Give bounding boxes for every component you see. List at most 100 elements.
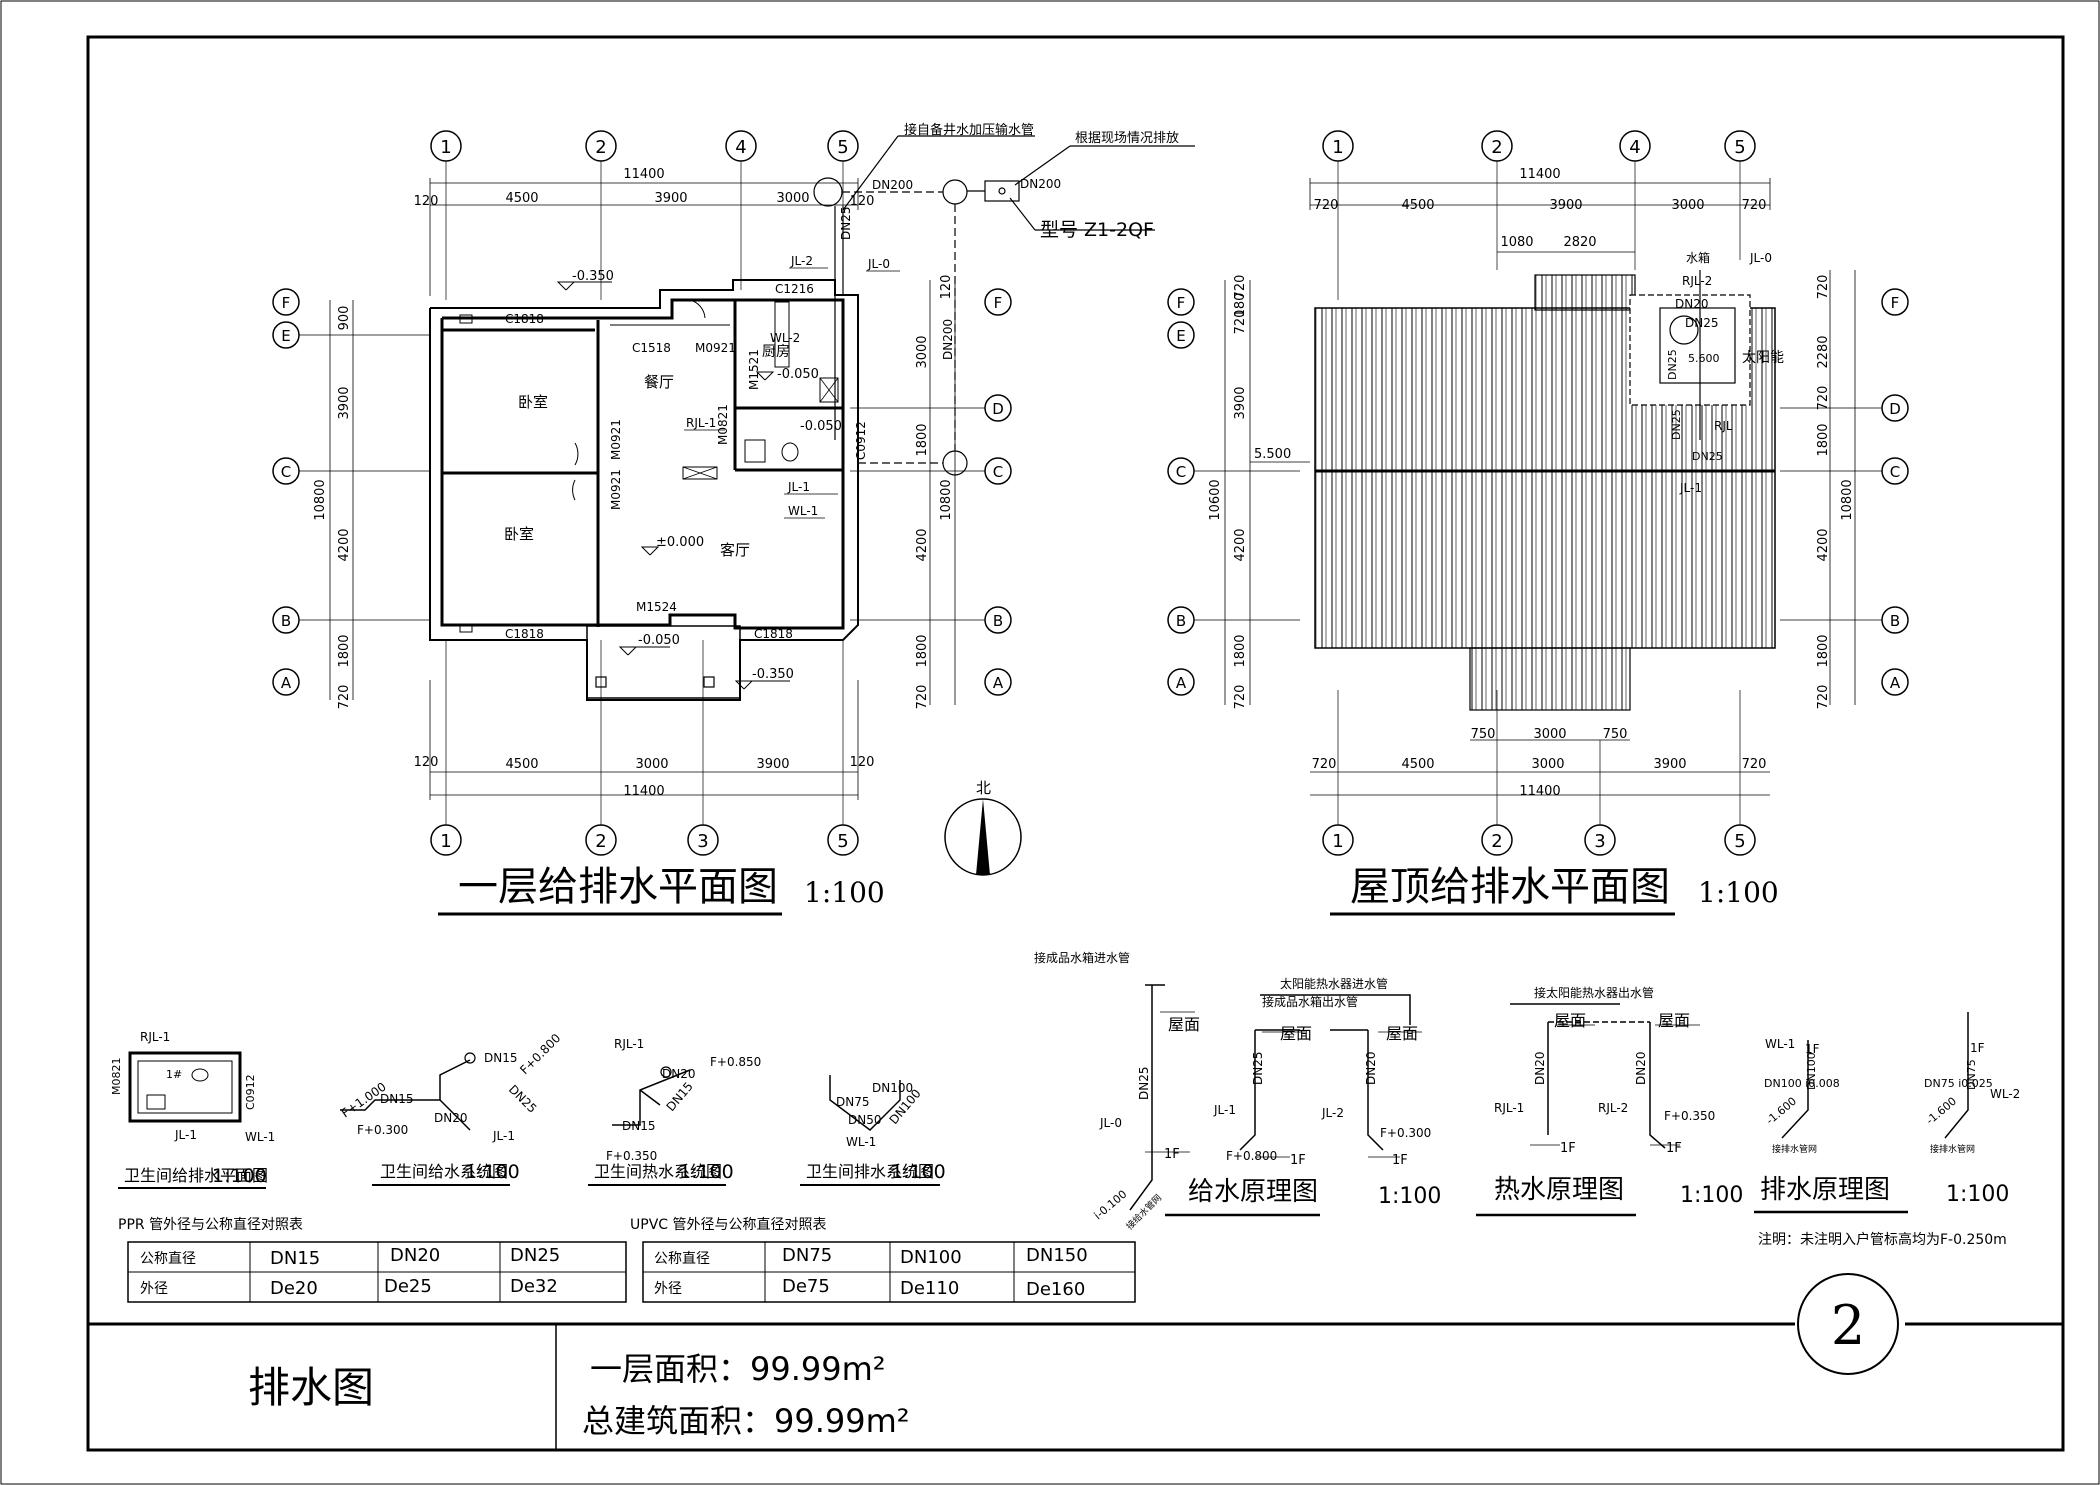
axis-label: 2 <box>595 137 606 158</box>
water-tank-label: 水箱 <box>1686 250 1710 265</box>
plan2-dim-right <box>1829 270 1856 705</box>
level: -1.600 <box>1924 1095 1960 1128</box>
pipe-size: DN15 <box>380 1092 414 1106</box>
column <box>595 676 607 688</box>
riser-supply: 接成品水箱进水管 太阳能热水器进水管 接成品水箱出水管 屋面 屋面 屋面 DN2… <box>1034 950 1441 1232</box>
pipe-size: DN20 <box>1533 1052 1547 1086</box>
axis-label: 2 <box>1491 831 1502 852</box>
dim-total-top: 11400 <box>623 167 664 182</box>
riser-drain: WL-1 1F 1F DN100 i0.008 DN75 i0.025 DN10… <box>1754 1012 2020 1248</box>
axis-label: F <box>282 294 291 312</box>
table-cell: 外径 <box>140 1281 168 1297</box>
detail-bath-hot: RJL-1 DN20 F+0.850 DN15 DN15 F+0.350 卫生间… <box>588 1037 761 1186</box>
window-mark <box>459 314 473 324</box>
ppr-table: PPR 管外径与公称直径对照表 公称直径 DN15 DN20 DN25 外径 D… <box>118 1216 627 1303</box>
room-number: 1# <box>166 1068 182 1081</box>
pipe-tag: JL-1 <box>1679 481 1702 495</box>
plan-roof: 1 2 4 5 1 2 3 5 F E C B A F D C B A <box>1167 130 1909 916</box>
level: F+0.800 <box>1226 1149 1277 1163</box>
axis-label: E <box>1176 327 1185 345</box>
riser-title: 热水原理图 <box>1494 1175 1624 1205</box>
table-cell: DN75 <box>782 1245 832 1266</box>
dim: 4500 <box>1401 757 1434 772</box>
axis-label: 1 <box>1332 831 1343 852</box>
dim: 720 <box>1816 685 1831 710</box>
level: -0.350 <box>572 269 614 284</box>
north-label: 北 <box>976 779 991 797</box>
room-bedroom-2: 卧室 <box>504 525 534 543</box>
pipe-tag: WL-2 <box>770 331 800 345</box>
table-cell: De110 <box>900 1278 959 1299</box>
dim: 750 <box>1471 727 1496 742</box>
floor-label: 1F <box>1290 1153 1306 1168</box>
dim: 1800 <box>1816 423 1831 456</box>
pipe-tag: WL-1 <box>1765 1037 1795 1051</box>
floor-drain <box>682 466 718 480</box>
dim: 2820 <box>1563 235 1596 250</box>
dim-total-left: 10800 <box>313 479 328 520</box>
detail-title: 卫生间热水系统图 <box>594 1162 722 1181</box>
plan1-scale: 1:100 <box>804 876 885 909</box>
plan1-axis-left: F E C B A <box>272 288 300 696</box>
table-cell: DN20 <box>390 1245 440 1266</box>
dim: 4200 <box>337 528 352 561</box>
floor-label: 1F <box>1560 1141 1576 1156</box>
pipe-tag: WL-1 <box>846 1135 876 1149</box>
level: -0.050 <box>800 419 842 434</box>
plan2-dim-left <box>1224 280 1251 705</box>
axis-label: C <box>993 463 1003 481</box>
dn-label: DN200 <box>872 178 913 192</box>
axis-label: F <box>994 294 1003 312</box>
pipe-tag: DN25 <box>1692 450 1723 463</box>
pipe-size: DN25 <box>1251 1052 1265 1086</box>
room-kitchen: 厨房 <box>762 344 790 360</box>
drawing-name: 排水图 <box>248 1363 374 1412</box>
dim-total-left: 10600 <box>1208 479 1223 520</box>
pipe-tag: JL-1 <box>1213 1103 1236 1117</box>
dim: 4200 <box>915 528 930 561</box>
pipe-tag: WL-1 <box>245 1130 275 1144</box>
axis-label: 5 <box>837 137 848 158</box>
dim: 720 <box>1314 198 1339 213</box>
table-cell: DN150 <box>1026 1245 1088 1266</box>
level: F+0.350 <box>1664 1109 1715 1123</box>
pipe-tag: DN25 <box>1666 349 1679 380</box>
floor-label: 屋面 <box>1280 1024 1312 1043</box>
dim: 3900 <box>337 386 352 419</box>
table-cell: 外径 <box>654 1281 682 1297</box>
floor-label: 1F <box>1392 1153 1408 1168</box>
riser-note: 接给水管网 <box>1124 1192 1164 1232</box>
dim: 3000 <box>1531 757 1564 772</box>
table-cell: DN25 <box>510 1245 560 1266</box>
dim: 3000 <box>635 757 668 772</box>
dim: 2280 <box>1816 335 1831 368</box>
plan2-title: 屋顶给排水平面图 <box>1350 864 1670 910</box>
dim: 4500 <box>505 757 538 772</box>
pipe-tag: JL-1 <box>492 1129 515 1143</box>
pipe-tag: RJL <box>1714 419 1733 433</box>
riser-title: 给水原理图 <box>1188 1177 1318 1207</box>
pipe-tag: DN20 <box>1675 297 1709 311</box>
sheet-number: 2 <box>1831 1294 1865 1357</box>
floor-label: 1F <box>1805 1042 1820 1056</box>
plan1-leaders <box>684 267 900 519</box>
dim: 750 <box>1603 727 1628 742</box>
plan1-dim-top <box>429 178 859 296</box>
pipe-tag: JL-2 <box>790 254 813 268</box>
dim: 180 <box>1233 293 1248 318</box>
roof-level: 5.500 <box>1254 447 1291 462</box>
level: F+0.350 <box>606 1149 657 1163</box>
riser-note: 接排水管网 <box>1772 1143 1817 1155</box>
dim: 4500 <box>1401 198 1434 213</box>
dim: 1800 <box>915 634 930 667</box>
area-first-floor: 一层面积：99.99m² <box>590 1350 886 1388</box>
axis-label: 4 <box>1629 137 1640 158</box>
riser-note: 接太阳能热水器出水管 <box>1534 985 1654 1000</box>
floor-label: 屋面 <box>1168 1015 1200 1034</box>
axis-label: C <box>1890 463 1900 481</box>
axis-label: A <box>1890 674 1901 692</box>
floor-label: 1F <box>1666 1141 1682 1156</box>
riser-note: 接成品水箱出水管 <box>1262 994 1358 1009</box>
plan1-axis-top: 1 2 4 5 <box>430 130 859 162</box>
axis-label: 1 <box>440 831 451 852</box>
